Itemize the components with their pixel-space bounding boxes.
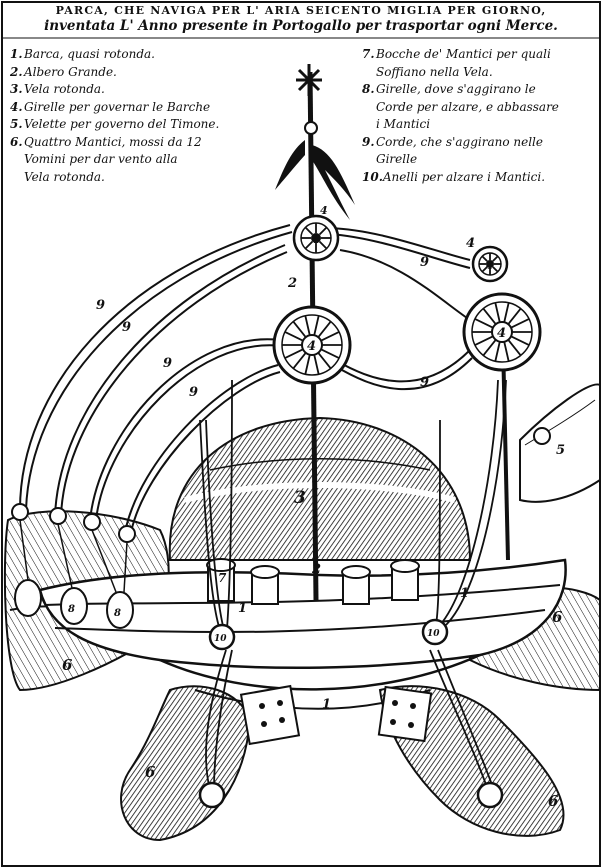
pulley-spoke xyxy=(474,335,494,346)
label-rings-printed: 10 xyxy=(427,629,440,639)
legend-item-2: 2.Albero Grande. xyxy=(10,64,117,79)
plate-title: PARCA, CHE NAVIGA PER L' ARIA SEICENTO M… xyxy=(55,4,547,17)
label-boat-right: 1 xyxy=(460,586,469,601)
label-bellows-right: 6 xyxy=(552,608,563,626)
pulley-spoke xyxy=(482,339,497,357)
label-bellows-bottom-right: 6 xyxy=(548,792,559,810)
label-small-pulley-b: 8 xyxy=(114,608,121,619)
rings xyxy=(198,618,504,809)
ring-cords xyxy=(199,379,507,791)
pulley-spoke xyxy=(304,354,311,375)
label-pulley-right-small: 4 xyxy=(486,261,493,272)
label-rope-f: 9 xyxy=(420,255,429,270)
bellows-mouths xyxy=(206,558,420,605)
hull-straps xyxy=(239,684,433,746)
pulley-spoke xyxy=(481,255,488,262)
legend-item-10: 10.Anelli per alzare i Mantici. xyxy=(362,169,546,184)
sail-dome xyxy=(168,416,472,561)
pulley-spoke xyxy=(304,315,311,336)
pulley-spoke xyxy=(507,307,522,325)
mast-knob xyxy=(304,121,318,135)
label-ring: 10 xyxy=(214,634,227,644)
pulley-right-small xyxy=(471,245,509,283)
pulley-spoke xyxy=(510,335,530,346)
pulley-spoke xyxy=(292,320,307,338)
pulley-spoke xyxy=(481,266,488,273)
pulley-spoke xyxy=(320,348,340,359)
label-boat-bottom: 1 xyxy=(322,697,331,712)
legend-item-1: 1.Barca, quasi rotonda. xyxy=(10,47,155,61)
legend-left: 1.Barca, quasi rotonda. 2.Albero Grande.… xyxy=(10,46,340,186)
pulley-spoke xyxy=(503,341,510,362)
label-pulley-top-tag: 4 xyxy=(320,204,328,217)
legend-item-3: 3.Vela rotonda. xyxy=(10,82,105,96)
pulley-spoke xyxy=(304,226,314,236)
label-vane: 5 xyxy=(556,443,565,458)
pulley-right-big xyxy=(462,292,542,372)
pulley-spoke xyxy=(494,302,501,323)
pulley-spoke xyxy=(317,320,332,338)
pennant xyxy=(312,145,355,220)
label-rope-e: 9 xyxy=(420,375,429,390)
legend-item-8: 8.Girelle, dove s'aggirano le Corde per … xyxy=(362,82,559,131)
pulley-spoke xyxy=(482,307,497,325)
pulley-spoke xyxy=(474,318,494,329)
pulley-spoke xyxy=(284,331,304,342)
legend-item-7: 7.Bocche de' Mantici per quali Soffiano … xyxy=(362,47,551,79)
pulley-spoke xyxy=(503,302,510,323)
pulley-spoke xyxy=(292,352,307,370)
plate-subtitle: inventata L' Anno presente in Portogallo… xyxy=(44,18,558,34)
label-rope-a: 9 xyxy=(96,298,105,313)
pulley-spokes xyxy=(282,223,532,375)
pulley-spoke xyxy=(313,315,320,336)
label-pulley-right-big: 4 xyxy=(497,326,506,341)
pulley-spoke xyxy=(320,331,340,342)
legend-item-5: 5.Velette per governo del Timone. xyxy=(10,117,220,131)
label-mast-upper: 2 xyxy=(287,276,297,291)
pulley-spoke xyxy=(510,318,530,329)
label-mast-lower: 2 xyxy=(311,562,321,577)
pulley-spoke xyxy=(492,255,499,262)
pulley-spoke xyxy=(313,354,320,375)
small-pulleys-left xyxy=(11,503,136,629)
pulley-spoke xyxy=(318,240,328,250)
legend-right: 7.Bocche de' Mantici per quali Soffiano … xyxy=(362,46,598,186)
label-bellows-bottom-left: 6 xyxy=(145,763,156,781)
label-rope-b: 9 xyxy=(122,320,131,335)
legend-item-6: 6.Quattro Mantici, mossi da 12 Vomini pe… xyxy=(10,134,202,184)
label-pulley-left-big: 4 xyxy=(307,339,316,354)
label-rope-c: 9 xyxy=(163,356,172,371)
pulley-spoke xyxy=(317,352,332,370)
label-boat-left: 1 xyxy=(238,601,247,616)
label-pulley-right-tag: 4 xyxy=(466,236,475,251)
ropes xyxy=(19,224,473,533)
legend-item-4: 4.Girelle per governar le Barche xyxy=(10,99,211,114)
vane-ring xyxy=(533,427,551,445)
pulley-spoke xyxy=(318,226,328,236)
pulley-spoke xyxy=(492,266,499,273)
vane xyxy=(519,383,601,503)
label-pulley-top: 4 xyxy=(312,233,320,246)
label-rope-d: 9 xyxy=(189,385,198,400)
legend-item-9: 9.Corde, che s'aggirano nelle Girelle xyxy=(362,134,543,167)
pulley-spoke xyxy=(304,240,314,250)
label-small-pulley-a: 8 xyxy=(68,604,75,615)
mast-cross xyxy=(296,64,322,96)
label-sail: 3 xyxy=(294,488,306,508)
pulley-spoke xyxy=(284,348,304,359)
label-mouth: 7 xyxy=(218,571,227,585)
pulley-spoke xyxy=(507,339,522,357)
pulley-spoke xyxy=(494,341,501,362)
bellows-bottom-left xyxy=(120,685,252,842)
label-bellows-left: 6 xyxy=(62,656,73,674)
